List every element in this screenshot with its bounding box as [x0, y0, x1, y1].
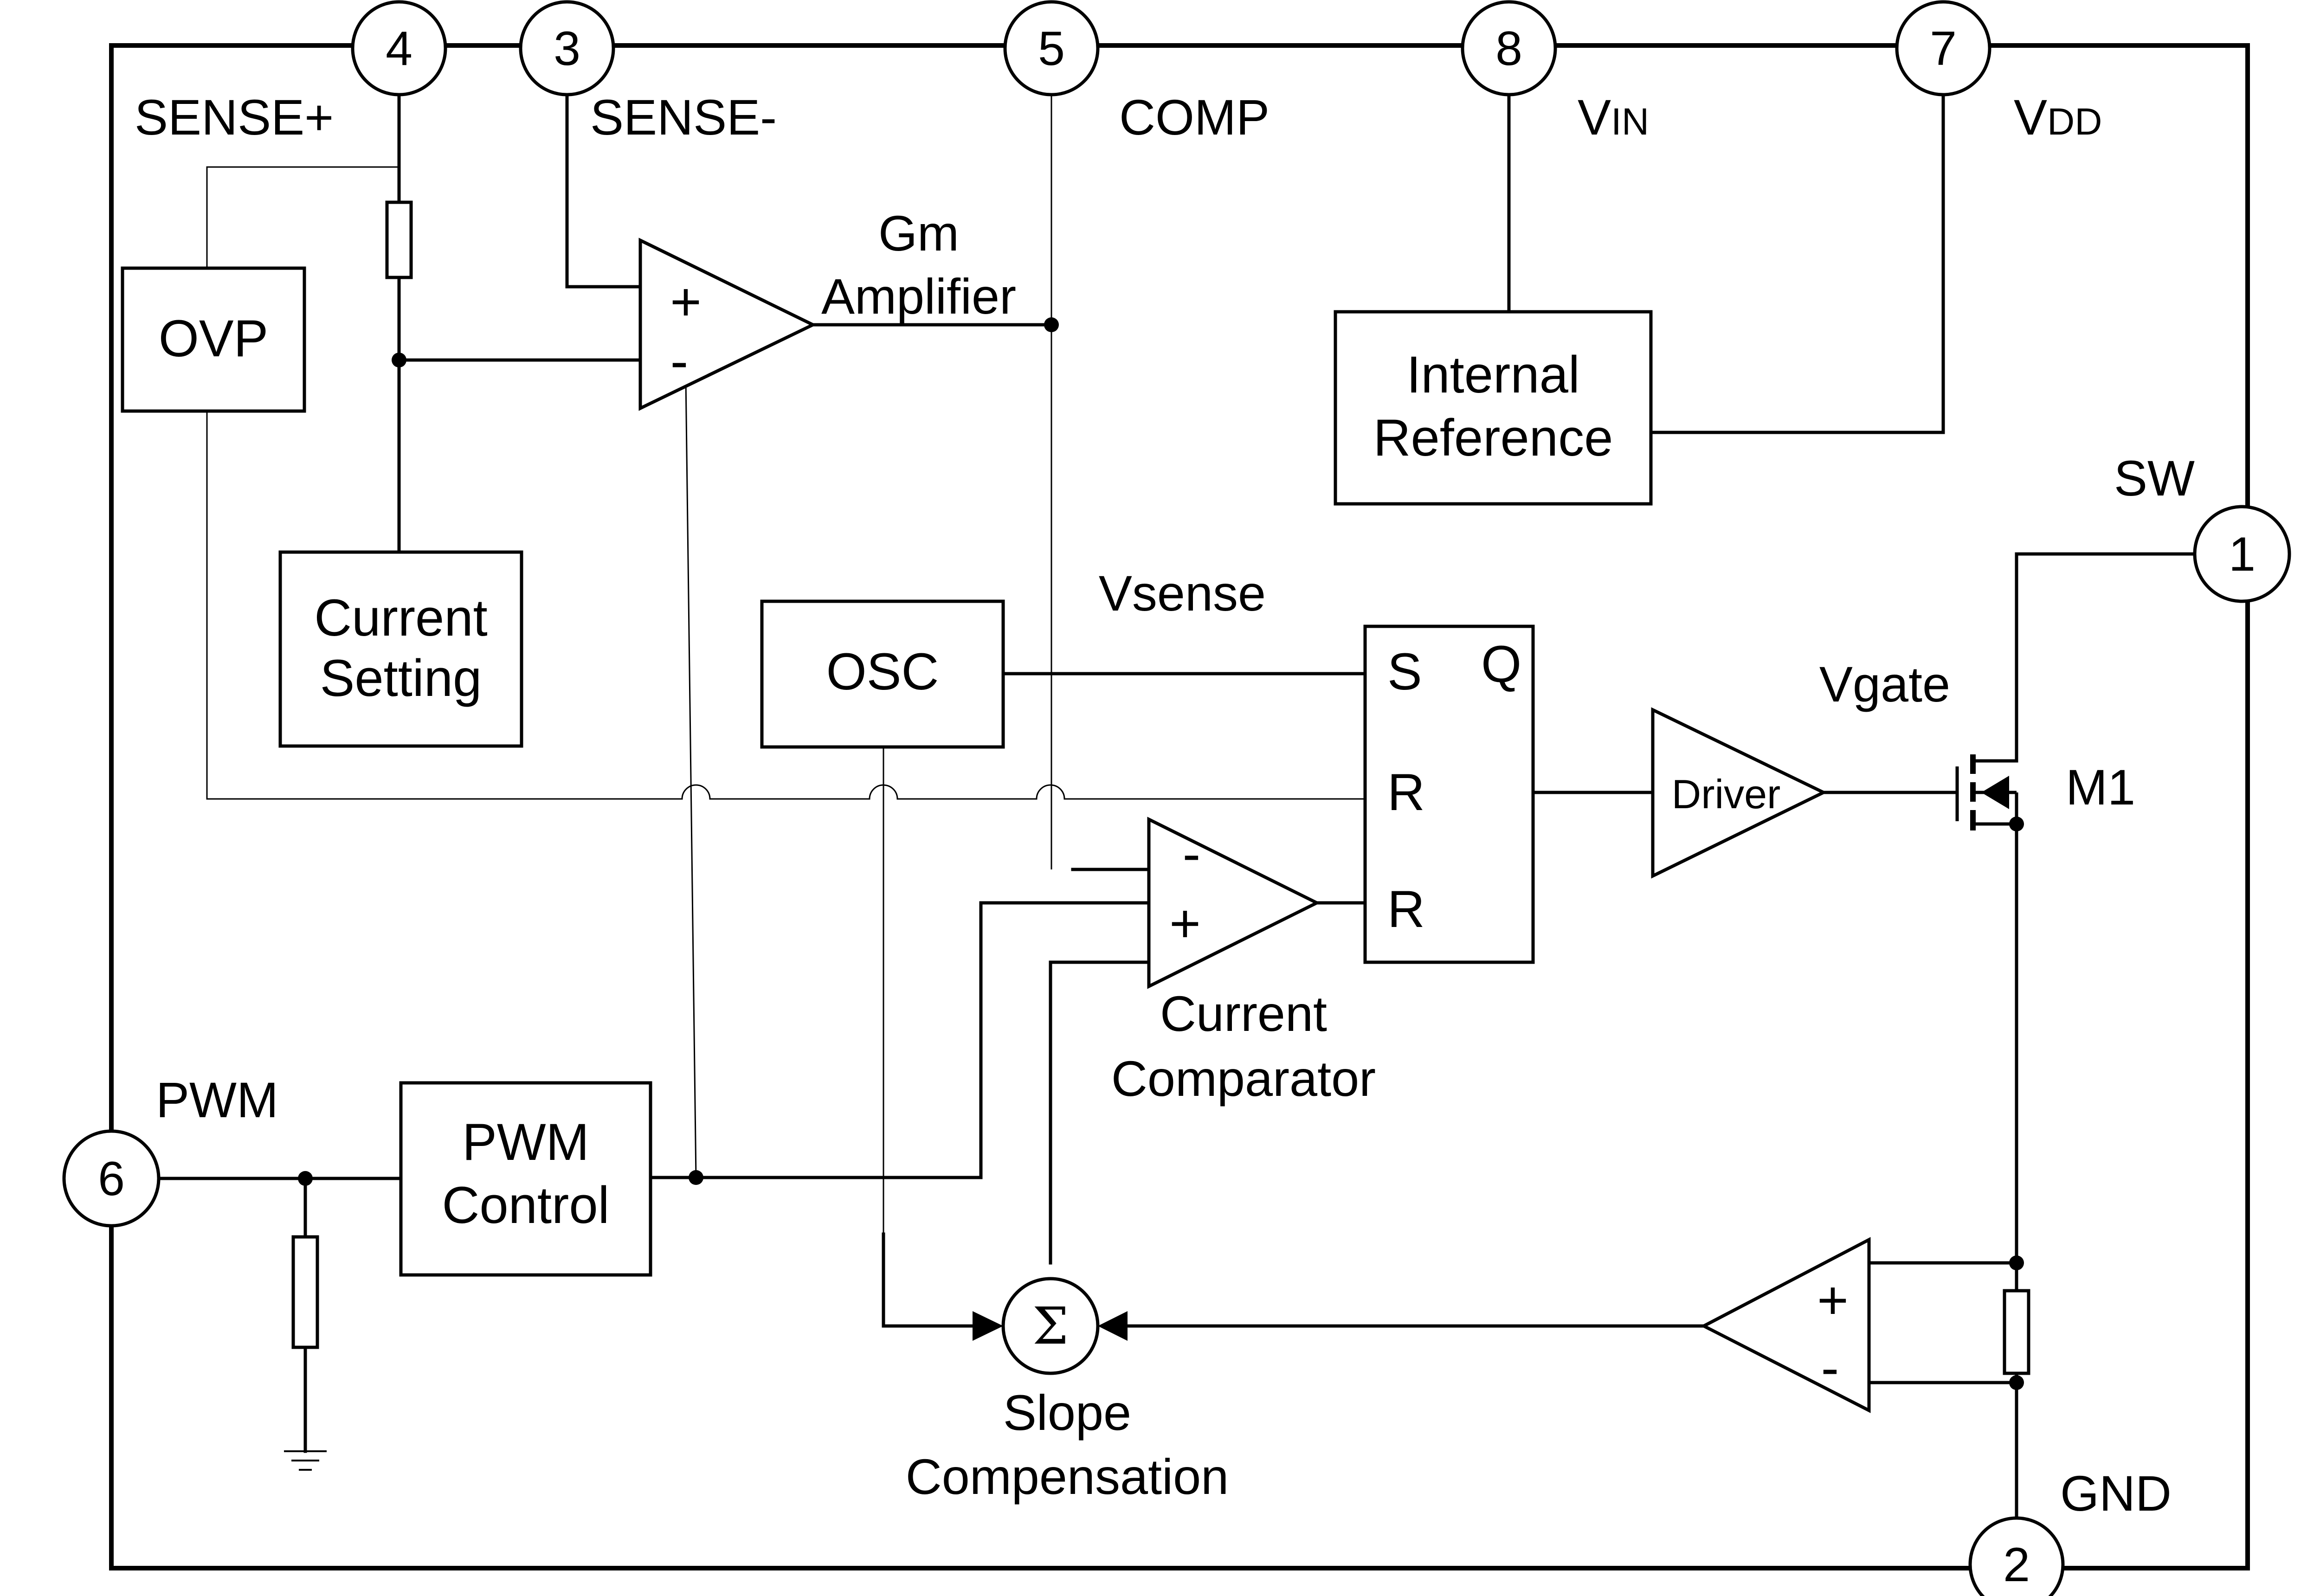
driver-buffer: Driver [1651, 707, 1828, 879]
sum-arrow-right [1098, 1311, 1128, 1341]
ground-symbol [284, 1450, 327, 1471]
current-setting-line1: Current [314, 589, 487, 647]
sense-amp-plus-sign: + [1817, 1270, 1849, 1330]
pin-5: 5 [1003, 0, 1100, 97]
osc-block: OSC [760, 599, 1005, 749]
vdd-label: VDD [2014, 89, 2102, 145]
pin-8-number: 8 [1495, 22, 1522, 76]
pin-1-number: 1 [2229, 528, 2256, 581]
internal-reference-line2: Reference [1373, 409, 1613, 467]
gm-plus-sign: + [670, 271, 702, 332]
current-comparator: - + [1147, 817, 1321, 989]
pin-7-number: 7 [1930, 22, 1957, 76]
pwm-control-line2: Control [442, 1176, 609, 1234]
pin-8: 8 [1461, 0, 1557, 97]
pin-2: 2 [1968, 1516, 2065, 1596]
gnd-label: GND [2060, 1465, 2172, 1521]
vsense-label: Vsense [1099, 565, 1266, 621]
pin-3-number: 3 [554, 22, 580, 76]
pin-4: 4 [351, 0, 447, 97]
sw-label: SW [2114, 450, 2195, 506]
ic-outline [109, 43, 2250, 1570]
pin-4-number: 4 [386, 22, 412, 76]
flipflop-s: S [1387, 643, 1422, 701]
current-sense-amplifier: + - [1700, 1237, 1871, 1413]
comparator-plus-sign: + [1169, 893, 1201, 953]
vin-sub: IN [1611, 101, 1649, 143]
internal-reference-line1: Internal [1406, 346, 1580, 404]
resistor-source [2003, 1289, 2030, 1375]
sense-plus-label: SENSE+ [135, 89, 334, 145]
sr-flipflop-block: S Q R R [1363, 624, 1535, 964]
current-comparator-label-line1: Current [1160, 985, 1327, 1042]
pwm-label: PWM [156, 1072, 278, 1128]
flipflop-r2: R [1387, 880, 1425, 938]
pin-3: 3 [519, 0, 615, 97]
pin-2-number: 2 [2003, 1538, 2030, 1592]
vin-label: VIN [1578, 89, 1649, 145]
gm-amplifier-label-line2: Amplifier [821, 268, 1016, 324]
summing-junction: Σ [973, 1277, 1128, 1375]
slope-compensation-label-line2: Compensation [906, 1448, 1229, 1505]
current-comparator-label-line2: Comparator [1111, 1050, 1376, 1107]
m1-label: M1 [2066, 759, 2135, 815]
gm-amplifier-label-line1: Gm [878, 205, 959, 261]
driver-label: Driver [1672, 771, 1781, 817]
ovp-label: OVP [159, 309, 269, 367]
internal-reference-block: Internal Reference [1334, 310, 1653, 506]
pin-7: 7 [1895, 0, 1991, 97]
vgate-label: Vgate [1819, 656, 1950, 712]
ovp-block: OVP [121, 266, 306, 413]
slope-compensation-label-line1: Slope [1003, 1384, 1131, 1441]
pin-6: 6 [62, 1129, 161, 1228]
mosfet-m1 [1955, 754, 2018, 830]
junction-dots [298, 317, 2024, 1390]
flipflop-r1: R [1387, 763, 1425, 821]
sum-arrow-left [973, 1311, 1003, 1341]
pin-6-number: 6 [98, 1152, 125, 1206]
comp-label: COMP [1119, 89, 1270, 145]
vdd-sub: DD [2047, 101, 2102, 143]
flipflop-q: Q [1481, 635, 1521, 693]
thin-wires [206, 93, 1365, 1234]
pin-5-number: 5 [1038, 22, 1065, 76]
current-setting-line2: Setting [320, 649, 482, 707]
pin-1: 1 [2193, 505, 2291, 603]
wires [157, 91, 2197, 1521]
pwm-control-block: PWM Control [399, 1081, 652, 1277]
vdd-main: V [2014, 89, 2047, 145]
current-setting-block: Current Setting [278, 550, 523, 748]
sense-amp-minus-sign: - [1821, 1338, 1839, 1398]
gm-amplifier: + - [638, 238, 817, 411]
resistor-pwm [291, 1235, 319, 1349]
vin-main: V [1578, 89, 1611, 145]
gm-minus-sign: - [670, 331, 689, 391]
osc-label: OSC [826, 643, 939, 701]
sigma-symbol: Σ [1032, 1296, 1069, 1356]
resistor-sense [385, 200, 413, 279]
comparator-minus-sign: - [1183, 824, 1201, 884]
sense-minus-label: SENSE- [590, 89, 777, 145]
pwm-control-line1: PWM [462, 1113, 589, 1171]
